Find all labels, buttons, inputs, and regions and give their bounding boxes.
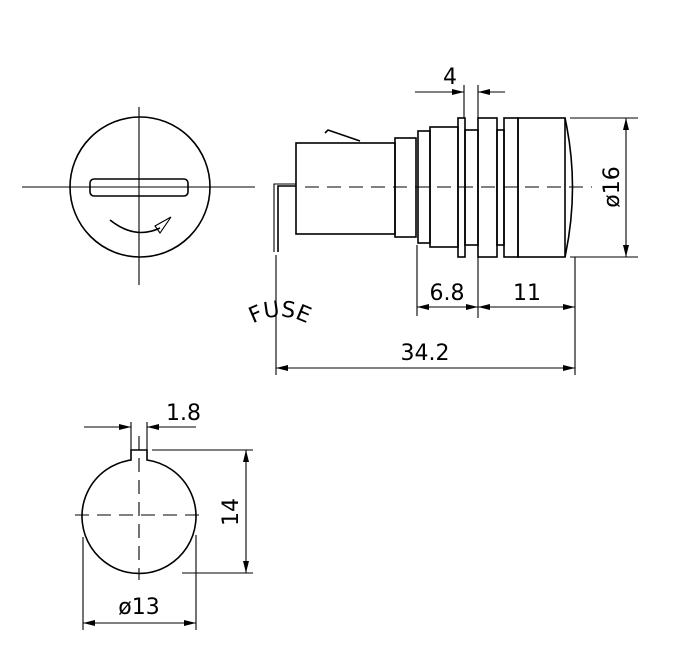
fuse-marking: FUSE <box>245 297 314 329</box>
knurled-cap <box>517 117 566 258</box>
dim-overall-length: 34.2 <box>401 341 450 366</box>
body <box>295 142 396 235</box>
dim-height: 14 <box>219 498 244 526</box>
front-view: FUSE <box>22 107 315 329</box>
rotation-arrow-icon <box>109 219 161 234</box>
side-view: (function(){var g=document.currentScript… <box>273 65 638 375</box>
top-tab <box>324 129 361 142</box>
dim-cap-length: 11 <box>513 281 541 306</box>
dim-diameter: ø16 <box>600 166 625 207</box>
solder-pin <box>277 185 296 252</box>
panel-cutout-view: 1.8 14 ø13 <box>75 401 253 630</box>
dim-key-width: 1.8 <box>166 401 201 426</box>
dim-thread-length: 6.8 <box>430 281 465 306</box>
dim-flange-gap: 4 <box>443 65 457 90</box>
arrowhead-icon <box>154 216 172 234</box>
cutout-outline <box>81 449 197 575</box>
screwdriver-slot <box>89 178 189 197</box>
dim-cutout-diameter: ø13 <box>118 595 159 620</box>
